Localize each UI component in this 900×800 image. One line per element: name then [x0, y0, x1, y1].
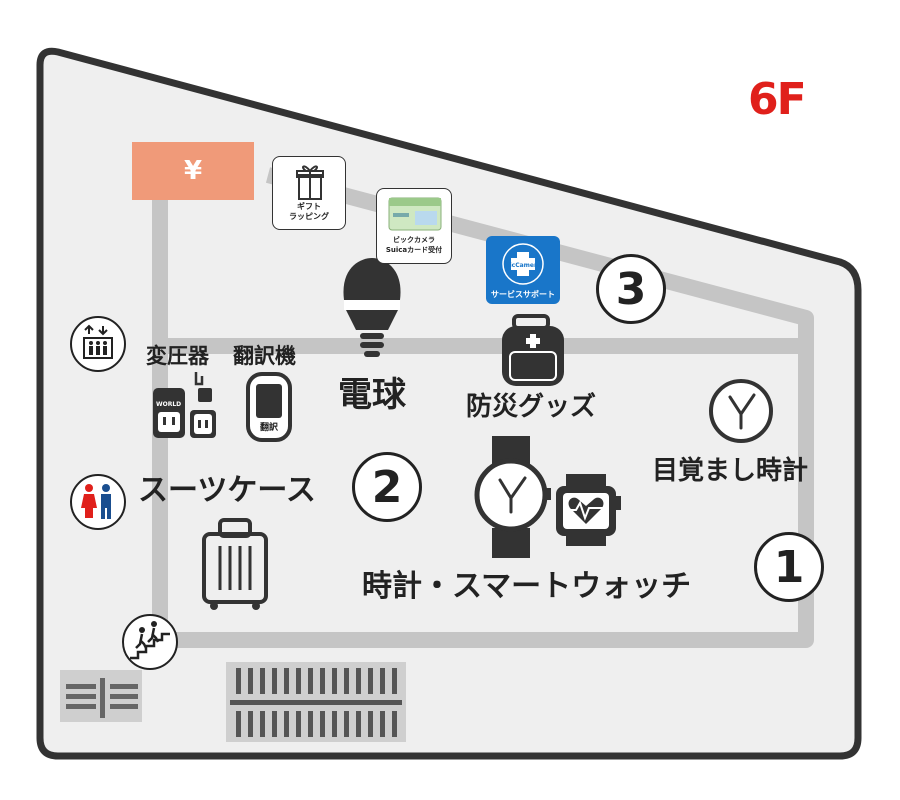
- world-label: WORLD: [156, 401, 182, 408]
- zone-badge-2[interactable]: 2: [352, 452, 422, 522]
- wristwatch-icon: [474, 436, 551, 558]
- service-label: サービスサポート: [491, 290, 555, 299]
- card-line2: Suicaカード受付: [385, 246, 443, 254]
- zone-badge-1[interactable]: 1: [754, 532, 824, 602]
- card-line1: ビックカメラ: [393, 236, 435, 244]
- suica-card-counter[interactable]: ビックカメラ Suicaカード受付: [376, 188, 452, 264]
- zone-3-label: 防災グッズ: [466, 392, 597, 422]
- smartwatch-icon: [556, 474, 621, 546]
- escalator-icon: [226, 662, 406, 742]
- gift-line2: ラッピング: [289, 212, 329, 221]
- translator-device-label: 翻訳: [260, 423, 279, 433]
- lightbulb-icon: [343, 258, 401, 357]
- gift-wrapping-card[interactable]: ギフト ラッピング: [272, 156, 346, 230]
- credit-card-icon: [388, 197, 442, 231]
- translator-icon: [246, 372, 292, 442]
- bulb-label: 電球: [338, 375, 406, 415]
- watches-label: 時計・スマートウォッチ: [362, 569, 692, 604]
- stairs-icon[interactable]: [122, 614, 178, 670]
- service-brand: BicCamera: [505, 262, 541, 269]
- zone-1-label: 目覚まし時計: [652, 456, 809, 486]
- yen-icon: ¥: [183, 156, 203, 186]
- elevator-icon[interactable]: [70, 316, 126, 372]
- gift-icon: [296, 165, 324, 200]
- suitcase-icon: [202, 518, 268, 610]
- service-support-icon: BicCamera: [502, 243, 544, 285]
- zone-2-label: スーツケース: [138, 473, 316, 508]
- transformer-label: 変圧器: [146, 344, 209, 368]
- gift-line1: ギフト: [297, 202, 321, 211]
- restroom-icon[interactable]: [70, 474, 126, 530]
- clock-icon: [709, 379, 773, 443]
- stair-block-icon: [60, 670, 142, 722]
- zone-badge-3[interactable]: 3: [596, 254, 666, 324]
- floor-indicator: 6F: [748, 74, 807, 125]
- cashier-counter[interactable]: ¥: [132, 142, 254, 200]
- outlet-icon: [153, 372, 216, 438]
- translator-label: 翻訳機: [233, 344, 296, 368]
- backpack-icon: [502, 314, 564, 386]
- service-support-counter[interactable]: BicCamera サービスサポート: [486, 236, 560, 304]
- floor-outline: [36, 47, 862, 760]
